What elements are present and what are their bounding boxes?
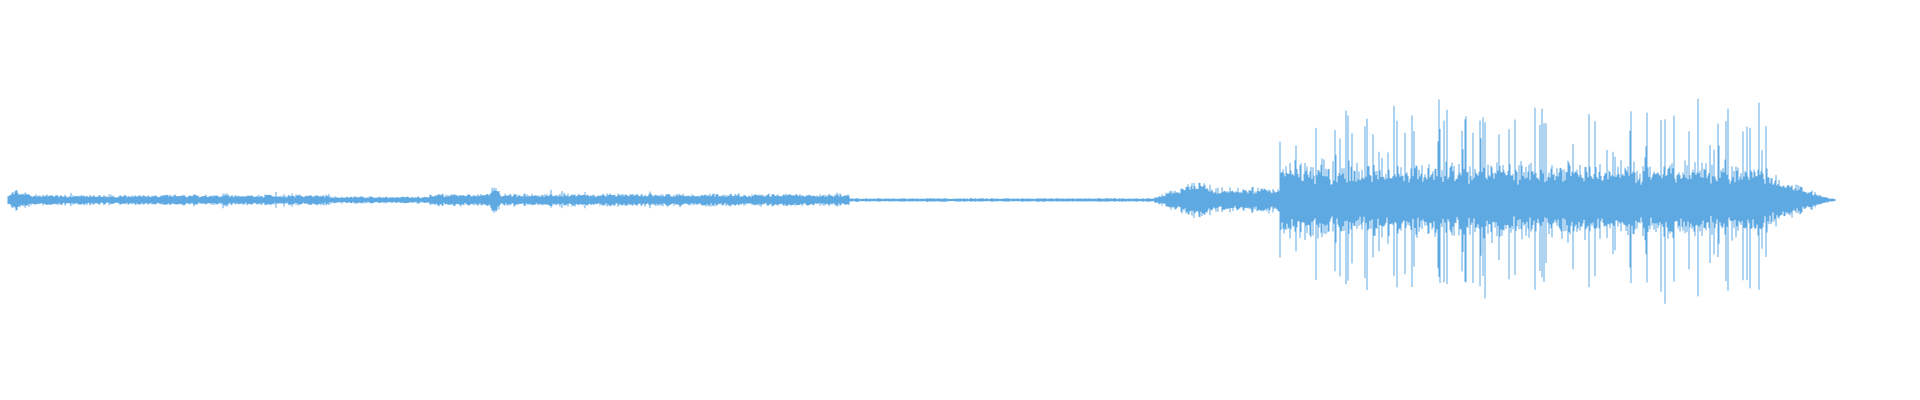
waveform-peaks: [7, 98, 1836, 304]
waveform-trace: [7, 98, 1836, 304]
